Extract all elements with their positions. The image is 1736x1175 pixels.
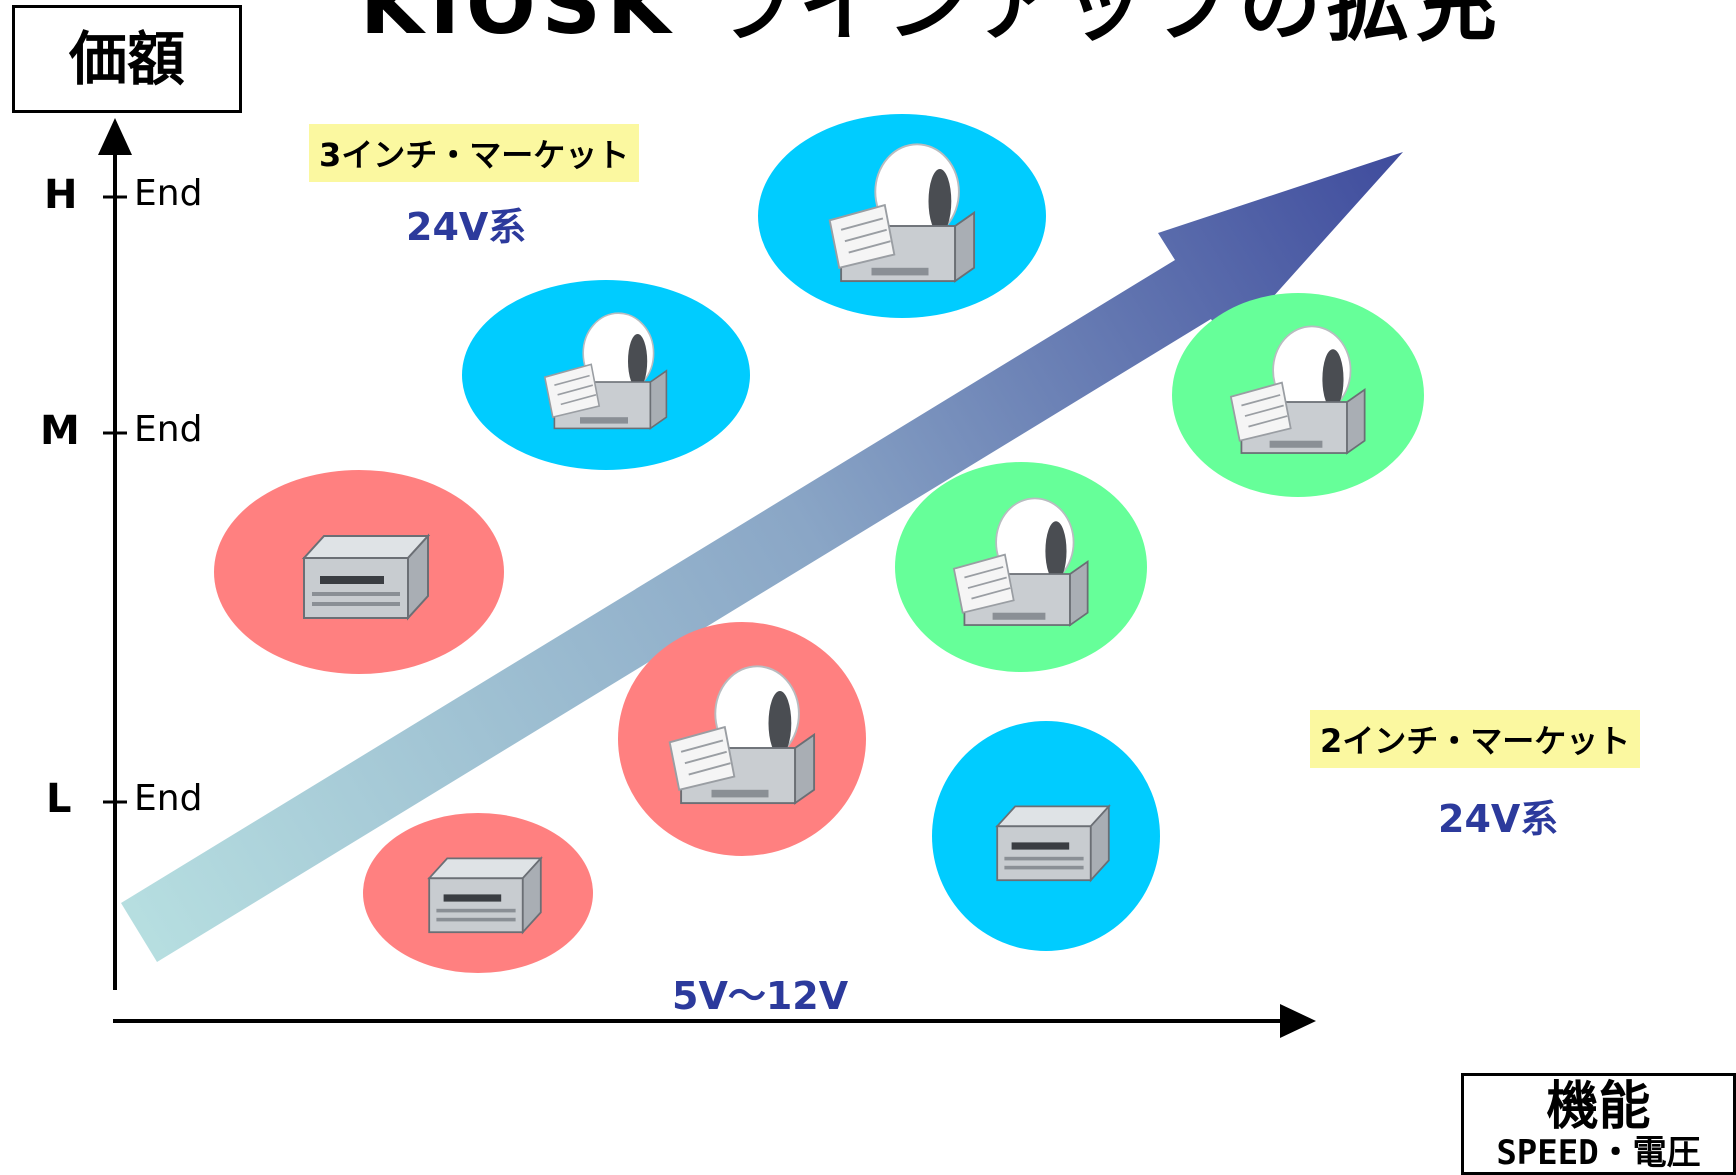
printer-lowvolt-roll [618,622,866,856]
y-axis-label: 価額 [12,5,242,113]
voltage-low: 5V〜12V [672,974,849,1018]
page-title: KIOSK ラインアップの拡充 [360,0,1503,53]
voltage-3inch: 24V系 [406,205,527,249]
printer-2inch-high [1172,293,1424,497]
level-low: L [46,776,72,822]
market-label-3inch: 3インチ・マーケット [309,124,640,182]
tick-label-low: End [134,778,203,819]
level-high: H [44,172,78,218]
printer-3inch-compact [462,280,750,470]
printer-2inch-mid [895,462,1147,672]
x-axis-label: 機能 SPEED・電圧 [1461,1073,1736,1175]
voltage-2inch: 24V系 [1438,797,1559,841]
y-axis [98,118,132,990]
tick-label-medium: End [134,409,203,450]
printer-3inch-wide [758,114,1046,318]
printer-2inch-cube [932,721,1160,951]
level-medium: M [40,408,80,454]
printer-lowvolt-slim [363,813,593,973]
x-axis [113,1004,1316,1038]
x-axis-title: 機能 [1546,1077,1651,1137]
market-label-2inch: 2インチ・マーケット [1310,710,1641,768]
tick-label-high: End [134,173,203,214]
growth-arrow [121,152,1403,962]
x-axis-subtitle: SPEED・電圧 [1496,1133,1701,1173]
printer-lowvolt-covered [214,470,504,674]
